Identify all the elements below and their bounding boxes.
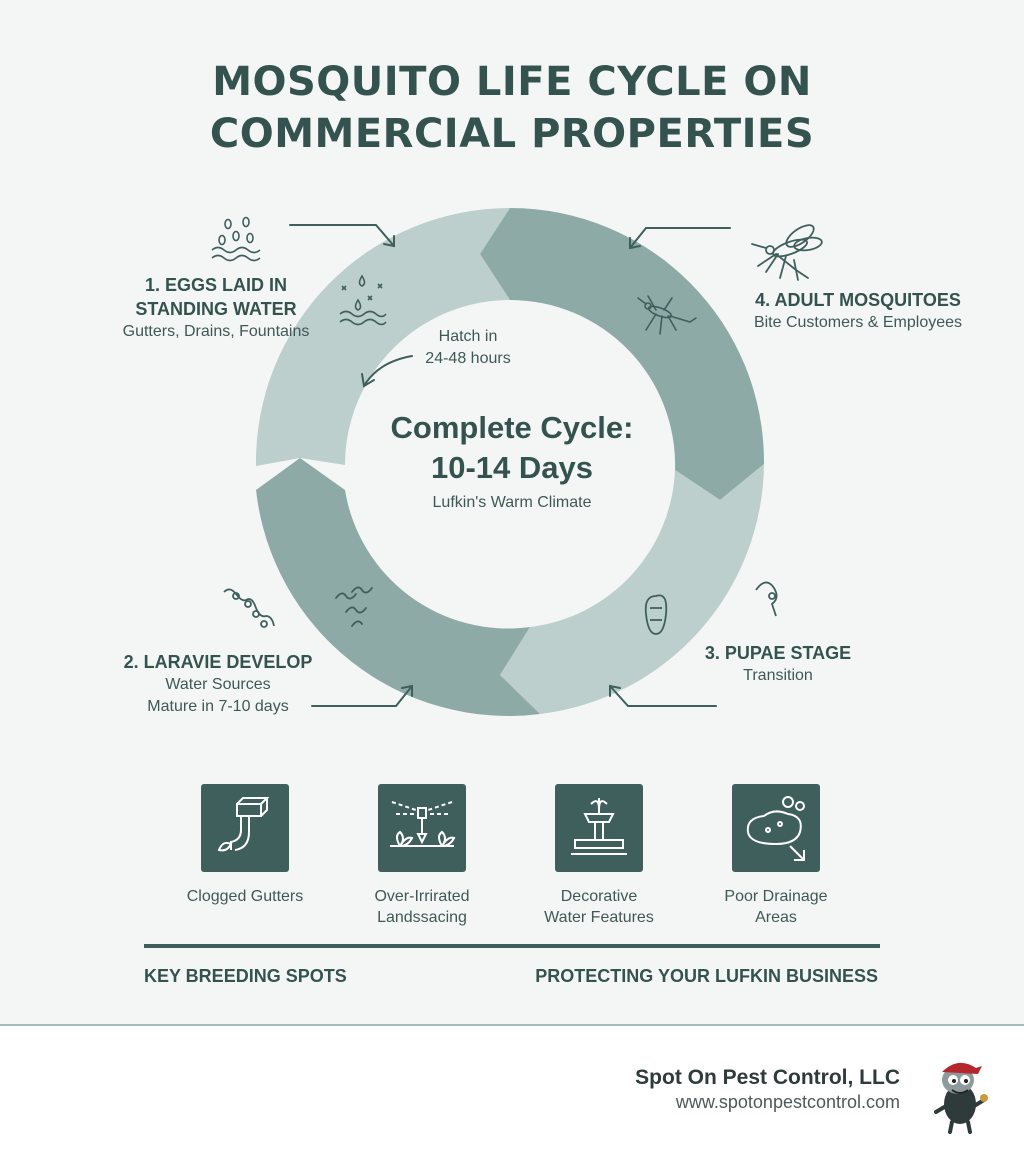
stage-adult-detail: Bite Customers & Employees bbox=[753, 314, 963, 331]
arrow-eggs-head bbox=[383, 235, 395, 248]
arrow-adult-head bbox=[629, 237, 641, 250]
segment-larvae bbox=[256, 458, 540, 716]
breeding-spot-fountains-label-2: Water Features bbox=[544, 909, 654, 926]
arrow-larvae-head bbox=[401, 684, 413, 697]
puddle-icon bbox=[732, 784, 820, 872]
segment-adult bbox=[480, 208, 765, 500]
arrow-larvae bbox=[311, 685, 413, 707]
hatch-note: Hatch in 24-48 hours bbox=[408, 326, 528, 370]
arrow-adult bbox=[629, 227, 731, 249]
footer bbox=[0, 1026, 1024, 1154]
infographic-title: MOSQUITO LIFE CYCLE ON COMMERCIAL PROPER… bbox=[0, 56, 1024, 160]
protecting-business-tag: PROTECTING YOUR LUFKIN BUSINESS bbox=[535, 966, 878, 986]
stage-eggs-heading-2: STANDING WATER bbox=[135, 299, 297, 319]
fountain-icon bbox=[555, 784, 643, 872]
stage-adult-label: 4. ADULT MOSQUITOES Bite Customers & Emp… bbox=[716, 288, 1000, 334]
small-mosquito-icon bbox=[637, 295, 697, 335]
stage-eggs-detail: Gutters, Drains, Fountains bbox=[122, 323, 310, 340]
hatch-note-line-1: Hatch in bbox=[438, 328, 498, 345]
larvae-icon bbox=[223, 588, 275, 628]
breeding-spot-gutters: Clogged Gutters bbox=[160, 784, 330, 907]
stage-pupae-detail: Transition bbox=[743, 667, 813, 684]
breeding-spot-irrigation-label-2: Landssacing bbox=[377, 909, 467, 926]
arrow-pupae-head bbox=[609, 684, 621, 697]
cycle-summary-title-2: 10-14 Days bbox=[430, 450, 593, 485]
company-url[interactable]: www.spotonpestcontrol.com bbox=[675, 1092, 900, 1112]
breeding-spot-drainage-label-1: Poor Drainage bbox=[724, 888, 828, 905]
stage-pupae-heading: 3. PUPAE STAGE bbox=[704, 643, 852, 663]
stage-eggs-heading-1: 1. EGGS LAID IN bbox=[144, 275, 288, 295]
company-name: Spot On Pest Control, LLC bbox=[635, 1066, 900, 1089]
stage-larvae-detail-1: Water Sources bbox=[165, 676, 271, 693]
stage-eggs-label: 1. EGGS LAID IN STANDING WATER Gutters, … bbox=[96, 273, 336, 343]
mosquito-icon bbox=[751, 224, 823, 281]
water-drops-icon bbox=[339, 274, 387, 326]
cycle-summary-title-1: Complete Cycle: bbox=[390, 410, 634, 445]
stage-larvae-detail-2: Mature in 7-10 days bbox=[147, 698, 289, 715]
mascot-logo-icon bbox=[934, 1062, 988, 1134]
stage-pupae-label: 3. PUPAE STAGE Transition bbox=[680, 641, 876, 687]
key-breeding-spots-tag: KEY BREEDING SPOTS bbox=[144, 966, 347, 986]
eggs-water-icon bbox=[211, 216, 261, 262]
pupa-outline-icon bbox=[755, 581, 778, 617]
title-line-2: COMMERCIAL PROPERTIES bbox=[209, 111, 815, 157]
hatch-note-line-2: 24-48 hours bbox=[425, 350, 511, 367]
stage-adult-heading: 4. ADULT MOSQUITOES bbox=[755, 290, 961, 310]
breeding-spot-fountains-label-1: Decorative bbox=[560, 888, 638, 905]
arrow-hatch-head bbox=[361, 373, 375, 388]
breeding-spot-irrigation: Over-Irrirated Landssacing bbox=[337, 784, 507, 928]
arrow-pupae bbox=[609, 685, 717, 707]
cycle-summary-subtitle: Lufkin's Warm Climate bbox=[432, 494, 592, 511]
breeding-spot-fountains: Decorative Water Features bbox=[514, 784, 684, 928]
gutter-icon bbox=[201, 784, 289, 872]
stage-larvae-heading: 2. LARAVIE DEVELOP bbox=[123, 652, 313, 672]
breeding-spot-gutters-label: Clogged Gutters bbox=[186, 888, 304, 905]
breeding-spot-drainage-label-2: Areas bbox=[755, 909, 797, 926]
life-cycle-diagram bbox=[211, 208, 823, 716]
breeding-spot-drainage: Poor Drainage Areas bbox=[691, 784, 861, 928]
wriggler-icon bbox=[335, 586, 373, 627]
segment-pupae bbox=[500, 464, 764, 714]
sprinkler-icon bbox=[378, 784, 466, 872]
pupa-icon bbox=[644, 594, 668, 635]
segment-eggs bbox=[255, 208, 510, 466]
footer-divider bbox=[0, 1024, 1024, 1026]
arrow-hatch bbox=[363, 355, 413, 387]
company-info: Spot On Pest Control, LLC www.spotonpest… bbox=[635, 1066, 900, 1113]
stage-larvae-label: 2. LARAVIE DEVELOP Water Sources Mature … bbox=[100, 650, 336, 718]
divider-rule bbox=[144, 944, 880, 948]
breeding-spot-irrigation-label-1: Over-Irrirated bbox=[374, 888, 470, 905]
cycle-summary: Complete Cycle: 10-14 Days Lufkin's Warm… bbox=[370, 408, 654, 512]
arrow-eggs bbox=[289, 224, 395, 247]
title-line-1: MOSQUITO LIFE CYCLE ON bbox=[212, 59, 812, 105]
